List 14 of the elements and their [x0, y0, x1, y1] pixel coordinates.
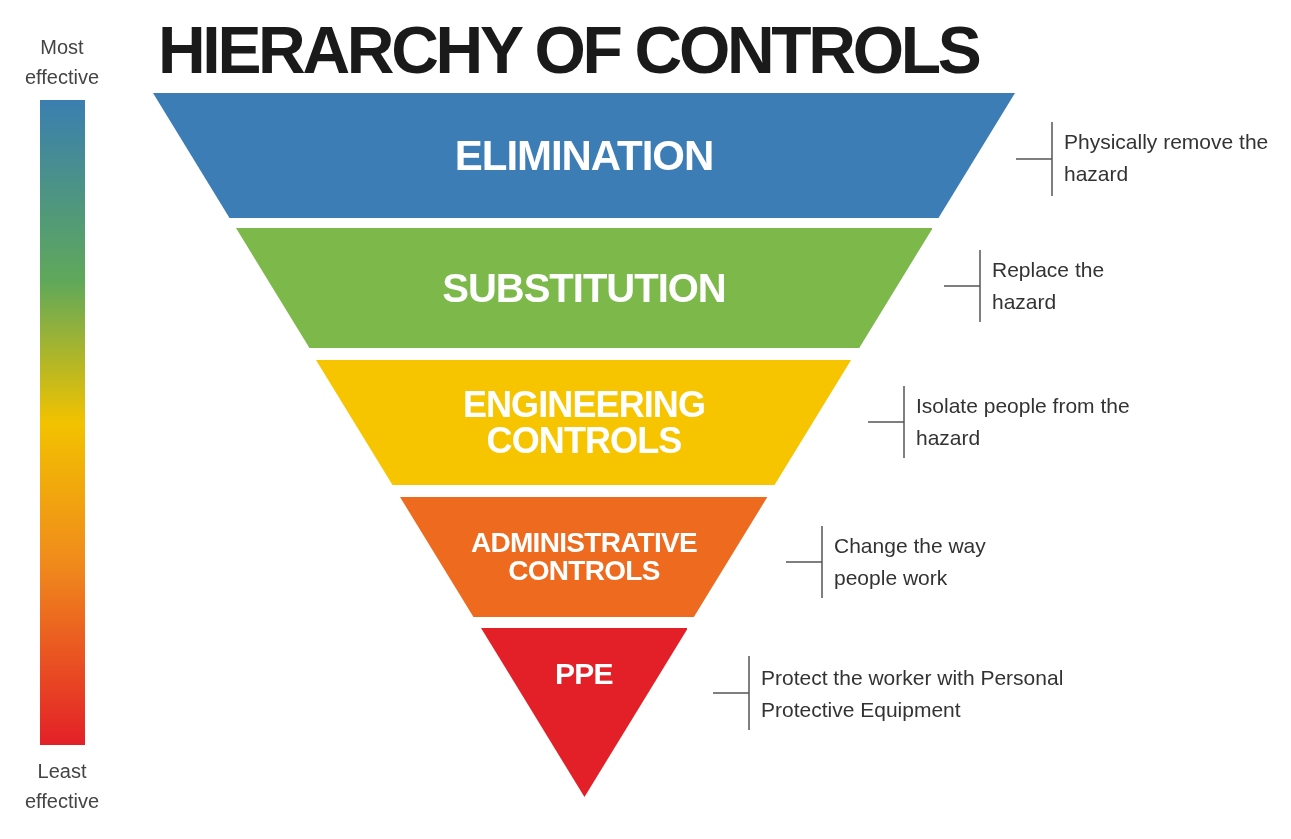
description: Physically remove the hazard — [1064, 129, 1270, 187]
scale-label: Most effective — [23, 35, 101, 90]
description: Change the way people work — [834, 533, 987, 591]
scale-label: Least effective — [23, 759, 101, 814]
description: Isolate people from the hazard — [916, 393, 1131, 451]
effectiveness-gradient-bar — [40, 100, 85, 745]
description: Replace the hazard — [992, 257, 1106, 315]
band-label: ADMINISTRATIVE CONTROLS — [469, 529, 699, 585]
band-label: SUBSTITUTION — [442, 268, 726, 308]
band-label: ENGINEERING CONTROLS — [461, 386, 707, 459]
band-label: PPE — [555, 659, 613, 690]
description: Protect the worker with Personal Protective Equipment — [761, 665, 1065, 723]
title: HIERARCHY OF CONTROLS — [158, 14, 980, 86]
band-label: ELIMINATION — [454, 134, 714, 177]
